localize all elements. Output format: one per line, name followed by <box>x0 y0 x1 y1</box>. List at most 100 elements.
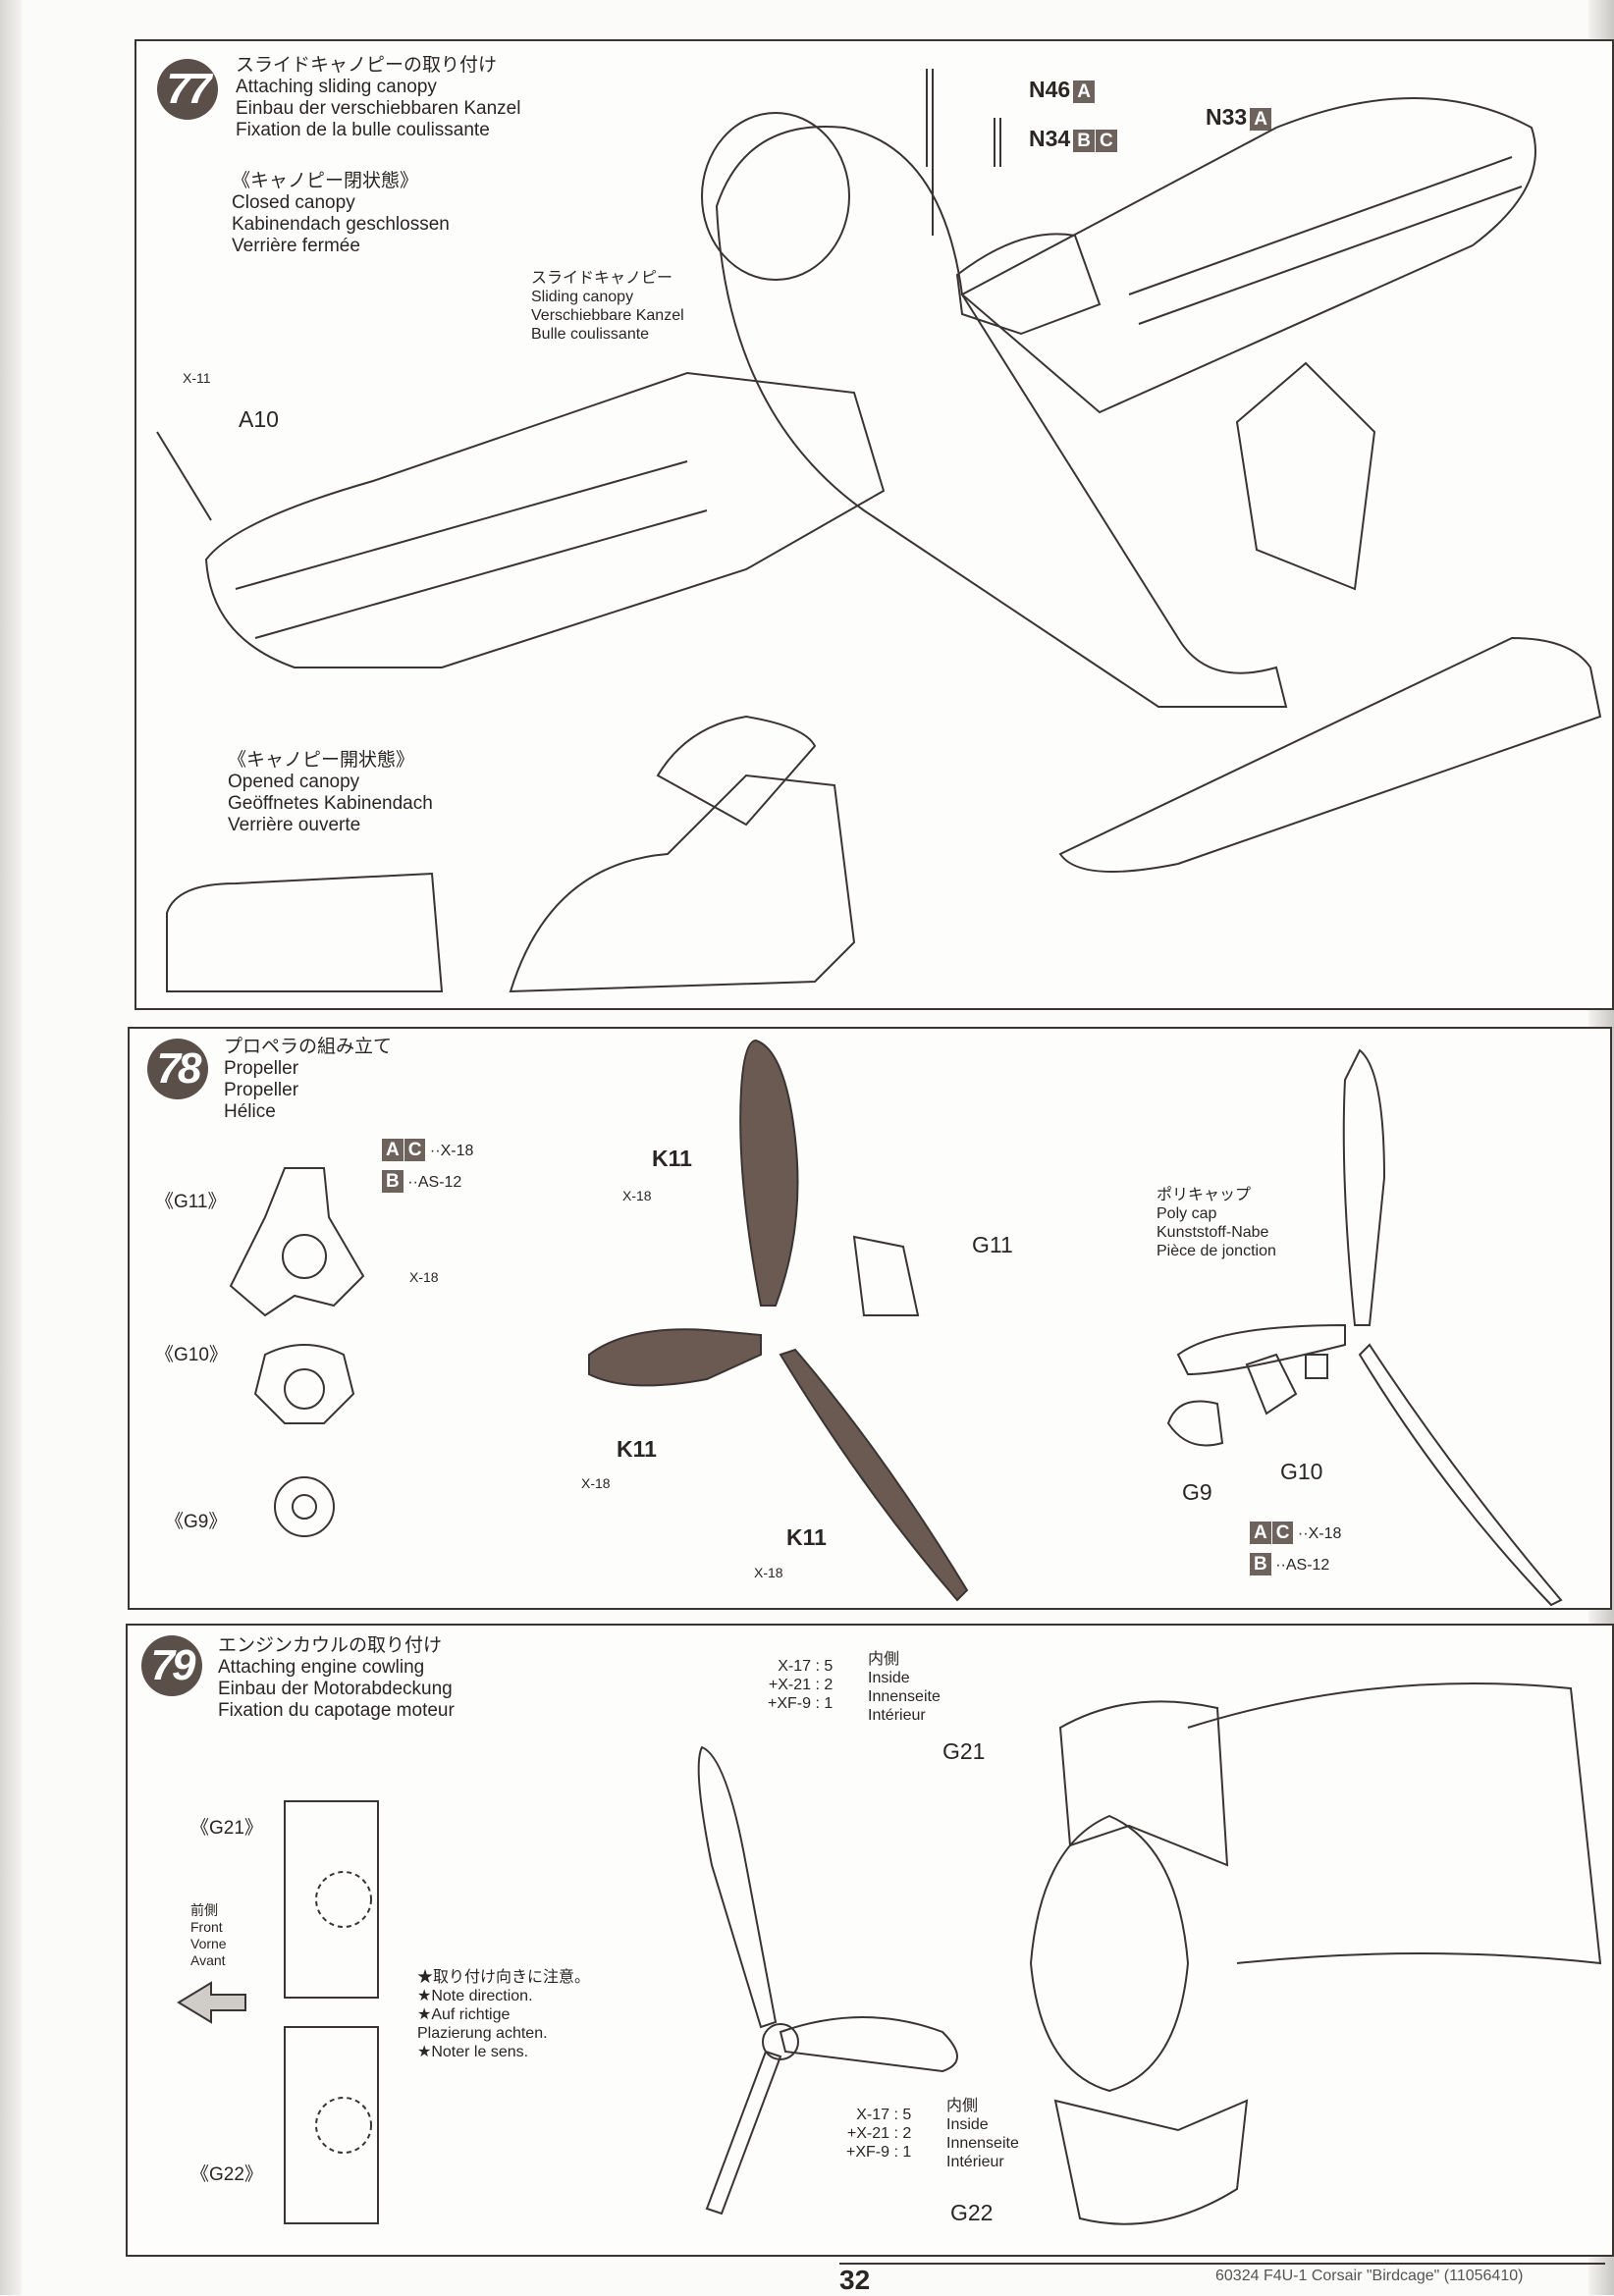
mix-line: +XF-9 : 1 <box>768 1695 834 1712</box>
direction-note: ★取り付け向きに注意。 ★Note direction. ★Auf richti… <box>417 1968 590 2061</box>
caption-de: Vorne <box>190 1936 227 1951</box>
page-binding-shadow <box>0 0 22 2295</box>
part-k11-top: K11 <box>652 1146 692 1171</box>
title-en: Attaching engine cowling <box>218 1657 425 1678</box>
title-fr: Fixation du capotage moteur <box>218 1700 455 1721</box>
caption-en: Opened canopy <box>228 772 360 792</box>
caption-jp: スライドキャノピー <box>531 270 673 287</box>
sprue-badge: A <box>1250 1522 1271 1544</box>
title-de: Einbau der verschiebbaren Kanzel <box>236 98 521 119</box>
caption-fr: Bulle coulissante <box>531 326 650 343</box>
step-77-badge: 77 <box>157 59 218 120</box>
caption-jp: ポリキャップ <box>1157 1187 1252 1203</box>
g22-detail-label: 《G22》 <box>190 2164 263 2185</box>
paint-note-b-right: B ··AS-12 <box>1247 1553 1329 1575</box>
caption-en: Front <box>190 1919 223 1935</box>
title-jp: スライドキャノピーの取り付け <box>236 55 498 76</box>
title-fr: Fixation de la bulle coulissante <box>236 120 490 140</box>
caption-de: Kabinendach geschlossen <box>232 214 450 235</box>
sprue-badge: C <box>404 1139 426 1161</box>
part-a10: A10 <box>239 406 279 432</box>
paint-code: ··AS-12 <box>1275 1557 1330 1574</box>
caption-fr: Verrière fermée <box>232 236 360 256</box>
caption-en: Sliding canopy <box>531 289 634 305</box>
caption-en: Inside <box>946 2116 989 2133</box>
caption-jp: 前側 <box>190 1902 218 1918</box>
g10-detail-label: 《G10》 <box>155 1345 228 1365</box>
paint-mix-top: X-17 : 5 +X-21 : 2 +XF-9 : 1 <box>768 1657 833 1713</box>
paint-x18-left: X-18 <box>581 1475 611 1491</box>
caption-fr: Intérieur <box>946 2154 1004 2170</box>
step-79-badge: 79 <box>141 1635 202 1696</box>
step-79-title: エンジンカウルの取り付け Attaching engine cowling Ei… <box>218 1635 455 1722</box>
caption-jp: 《キャノピー閉状態》 <box>232 171 419 191</box>
caption-fr: Verrière ouverte <box>228 815 361 835</box>
front-caption: 前側 Front Vorne Avant <box>190 1902 227 1969</box>
title-de: Propeller <box>224 1080 299 1100</box>
paint-mix-bottom: X-17 : 5 +X-21 : 2 +XF-9 : 1 <box>846 2106 911 2162</box>
inside-caption-bottom: 内側 Inside Innenseite Intérieur <box>946 2097 1019 2171</box>
caption-de: Geöffnetes Kabinendach <box>228 793 433 814</box>
sprue-badge: A <box>1250 108 1271 131</box>
caption-en: Closed canopy <box>232 192 355 213</box>
title-fr: Hélice <box>224 1101 276 1122</box>
caption-jp: 内側 <box>868 1651 900 1668</box>
page-number: 32 <box>839 2265 871 2295</box>
g11-detail-label: 《G11》 <box>155 1192 227 1212</box>
product-code: 60324 F4U-1 Corsair "Birdcage" (11056410… <box>1215 2268 1524 2284</box>
paint-note-b: B ··AS-12 <box>379 1170 461 1193</box>
part-g21: G21 <box>942 1738 986 1764</box>
part-label: N33 <box>1206 104 1248 130</box>
title-jp: エンジンカウルの取り付け <box>218 1635 443 1656</box>
step-78-title: プロペラの組み立て Propeller Propeller Hélice <box>224 1037 392 1123</box>
part-k11-bottom: K11 <box>786 1524 827 1550</box>
caption-en: Inside <box>868 1670 910 1686</box>
note-fr: ★Noter le sens. <box>417 2044 529 2060</box>
mix-line: X-17 : 5 <box>778 1658 834 1675</box>
paint-code: ··X-18 <box>429 1143 474 1159</box>
part-k11-left: K11 <box>617 1436 657 1462</box>
part-g9: G9 <box>1182 1479 1212 1505</box>
paint-x11: X-11 <box>183 370 211 386</box>
caption-de: Innenseite <box>868 1688 941 1705</box>
polycap-caption: ポリキャップ Poly cap Kunststoff-Nabe Pièce de… <box>1157 1186 1276 1260</box>
sprue-badge: B <box>1073 130 1095 152</box>
opened-canopy-caption: 《キャノピー開状態》 Opened canopy Geöffnetes Kabi… <box>228 750 433 836</box>
note-de: ★Auf richtige <box>417 2006 511 2023</box>
title-en: Attaching sliding canopy <box>236 77 437 97</box>
g21-detail-label: 《G21》 <box>190 1818 263 1839</box>
caption-fr: Pièce de jonction <box>1157 1243 1276 1259</box>
sprue-badge: C <box>1095 130 1117 152</box>
footer-rule <box>839 2263 1605 2265</box>
part-label: N46 <box>1029 77 1071 102</box>
g9-detail-label: 《G9》 <box>165 1512 228 1532</box>
part-g22: G22 <box>950 2200 994 2225</box>
caption-fr: Avant <box>190 1952 226 1968</box>
note-de-2: Plazierung achten. <box>417 2025 548 2042</box>
paint-code: ··AS-12 <box>407 1174 462 1191</box>
sprue-badge: C <box>1271 1522 1294 1544</box>
title-en: Propeller <box>224 1058 299 1079</box>
mix-line: +X-21 : 2 <box>846 2125 912 2142</box>
part-g11: G11 <box>972 1232 1013 1257</box>
part-label: N34 <box>1029 126 1071 151</box>
sprue-badge: B <box>1250 1553 1271 1575</box>
caption-en: Poly cap <box>1157 1205 1217 1222</box>
mix-line: +XF-9 : 1 <box>846 2144 912 2161</box>
step-77-title: スライドキャノピーの取り付け Attaching sliding canopy … <box>236 55 520 141</box>
caption-de: Verschiebbare Kanzel <box>531 307 684 324</box>
caption-jp: 内側 <box>946 2098 979 2114</box>
caption-fr: Intérieur <box>868 1707 926 1724</box>
note-jp: ★取り付け向きに注意。 <box>417 1969 591 1986</box>
inside-caption-top: 内側 Inside Innenseite Intérieur <box>868 1650 941 1725</box>
caption-de: Kunststoff-Nabe <box>1157 1224 1269 1241</box>
part-g10: G10 <box>1280 1459 1323 1484</box>
sliding-canopy-caption: スライドキャノピー Sliding canopy Verschiebbare K… <box>531 269 684 344</box>
paint-x18-top: X-18 <box>622 1188 652 1203</box>
closed-canopy-caption: 《キャノピー閉状態》 Closed canopy Kabinendach ges… <box>232 171 450 257</box>
